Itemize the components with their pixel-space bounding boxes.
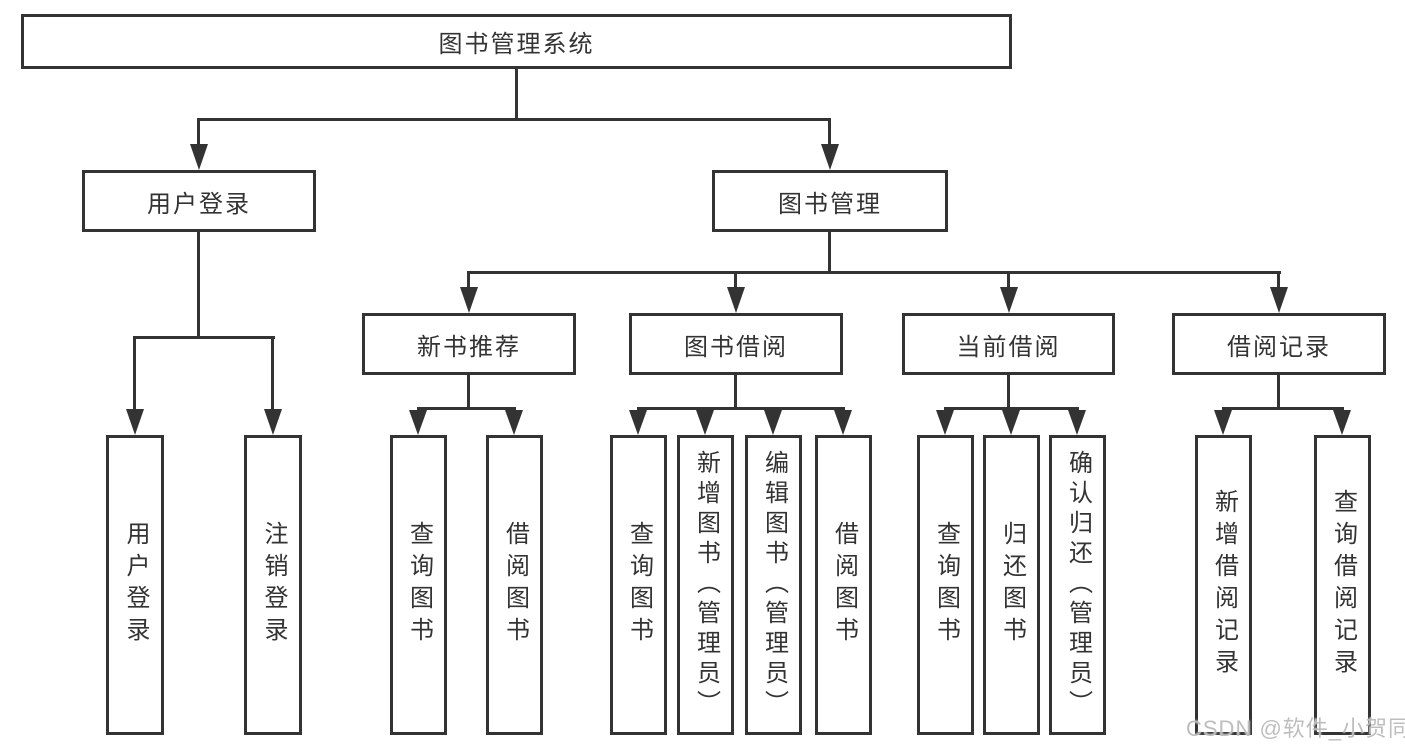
connector-line: [734, 375, 737, 407]
arrowhead-down: [126, 409, 144, 435]
arrowhead-down: [1002, 410, 1020, 435]
connector-line: [1277, 271, 1280, 289]
arrowhead-down: [409, 410, 427, 435]
connector-line: [828, 118, 831, 146]
arrowhead-down: [1333, 410, 1351, 435]
connector-line: [417, 407, 516, 410]
node-new-book-recommend: 新书推荐: [362, 313, 576, 375]
connector-line: [944, 407, 1079, 410]
leaf-cb-return-books: 归还图书: [983, 435, 1040, 735]
arrowhead-down: [1000, 287, 1018, 313]
arrowhead-down: [821, 144, 839, 170]
node-library-system: 图书管理系统: [21, 14, 1012, 69]
arrowhead-down: [629, 410, 647, 435]
connector-line: [467, 271, 1281, 274]
connector-line: [197, 232, 200, 336]
arrowhead-down: [834, 410, 852, 435]
arrowhead-down: [190, 144, 208, 170]
connector-line: [197, 118, 200, 146]
arrowhead-down: [1270, 287, 1288, 313]
arrowhead-down: [264, 409, 282, 435]
node-borrowing-records: 借阅记录: [1172, 313, 1386, 375]
arrowhead-down: [727, 287, 745, 313]
arrowhead-down: [764, 410, 782, 435]
leaf-nb-query-books: 查询图书: [390, 435, 447, 735]
arrowhead-down: [696, 410, 714, 435]
connector-line: [1007, 375, 1010, 407]
leaf-bb-add-books-admin: 新增图书（管理员）: [677, 435, 734, 735]
leaf-bb-query-books: 查询图书: [610, 435, 667, 735]
leaf-bb-edit-books-admin: 编辑图书（管理员）: [745, 435, 802, 735]
leaf-user-login: 用户登录: [106, 435, 164, 735]
arrowhead-down: [460, 287, 478, 313]
connector-line: [1222, 407, 1344, 410]
leaf-cb-confirm-return-admin: 确认归还（管理员）: [1049, 435, 1106, 735]
csdn-watermark: CSDN @软件_小贺同学: [1186, 716, 1405, 741]
connector-line: [197, 118, 831, 121]
connector-line: [467, 375, 470, 407]
connector-line: [1277, 375, 1280, 407]
arrowhead-down: [936, 410, 954, 435]
node-user-login: 用户登录: [82, 170, 316, 232]
node-book-management: 图书管理: [712, 170, 948, 232]
connector-line: [1007, 271, 1010, 289]
leaf-br-query-record: 查询借阅记录: [1314, 435, 1371, 735]
connector-line: [637, 407, 845, 410]
connector-line: [828, 232, 831, 271]
leaf-logout: 注销登录: [244, 435, 302, 735]
arrowhead-down: [505, 410, 523, 435]
leaf-br-add-record: 新增借阅记录: [1195, 435, 1252, 735]
leaf-bb-borrow-books: 借阅图书: [815, 435, 872, 735]
leaf-cb-query-books: 查询图书: [917, 435, 974, 735]
connector-line: [271, 336, 274, 411]
connector-line: [133, 336, 275, 339]
connector-line: [467, 271, 470, 289]
connector-line: [133, 336, 136, 411]
node-book-borrowing: 图书借阅: [629, 313, 843, 375]
connector-line: [515, 69, 518, 118]
connector-line: [734, 271, 737, 289]
arrowhead-down: [1068, 410, 1086, 435]
arrowhead-down: [1214, 410, 1232, 435]
node-current-borrowing: 当前借阅: [902, 313, 1115, 375]
leaf-nb-borrow-books: 借阅图书: [486, 435, 543, 735]
